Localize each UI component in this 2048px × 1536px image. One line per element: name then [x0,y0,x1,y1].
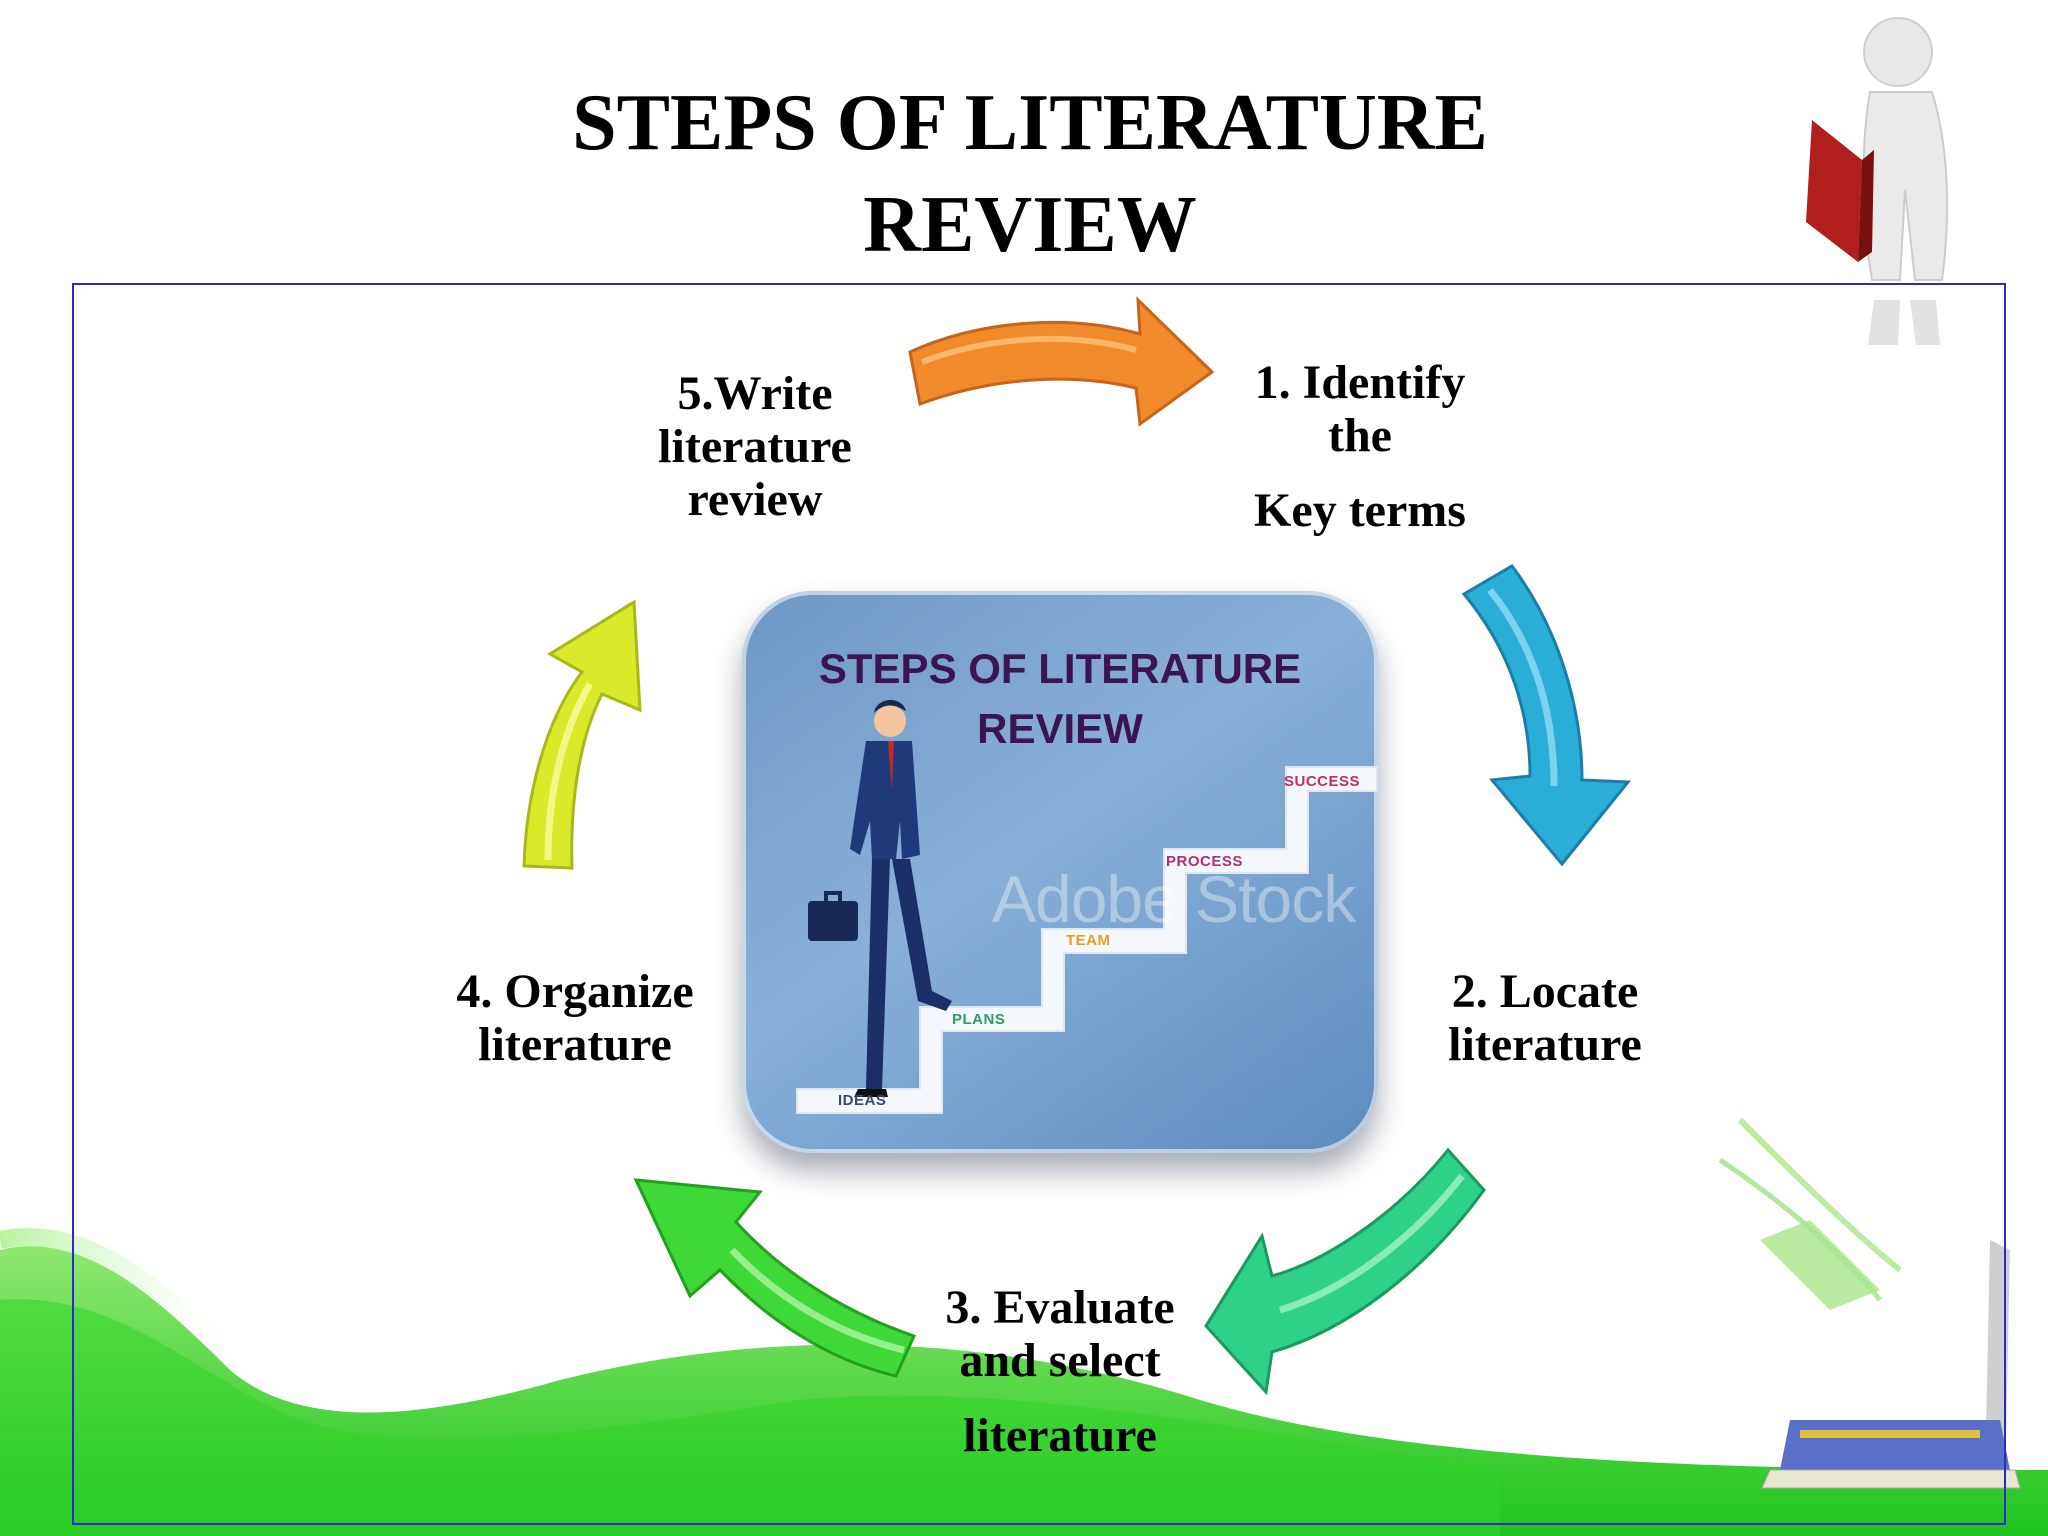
step-2-line1: 2. Locate [1451,965,1639,1018]
step-1-label: 1. Identify the Key terms [1190,356,1530,537]
businessman-figure [808,699,952,1097]
step-2-label: 2. Locate literature [1400,965,1690,1071]
arrow-4-to-5 [522,599,642,870]
step-1-line2: the [1328,409,1392,462]
step-5-line2: literature [658,420,852,473]
step-4-line2: literature [478,1018,672,1071]
step-3-label: 3. Evaluate and select literature [900,1281,1220,1462]
step-1-line3: Key terms [1254,484,1466,537]
center-title: STEPS OF LITERATURE REVIEW [782,639,1338,759]
center-title-line2: REVIEW [977,705,1143,752]
arrow-1-to-2 [1461,564,1632,867]
step-4-label: 4. Organize literature [420,965,730,1071]
slide-title-line1: STEPS OF LITERATURE [572,79,1488,167]
center-illustration: STEPS OF LITERATURE REVIEW Adobe Stock I… [742,591,1378,1153]
stair-label-process: PROCESS [1166,853,1243,870]
step-5-label: 5.Write literature review [610,367,900,526]
step-4-line1: 4. Organize [456,965,694,1018]
center-title-line1: STEPS OF LITERATURE [818,645,1302,692]
staircase [796,766,1378,1114]
step-3-line2: and select [959,1334,1161,1387]
slide-title: STEPS OF LITERATURE REVIEW [520,72,1540,276]
stair-label-success: SUCCESS [1284,773,1361,790]
watermark-text: Adobe Stock [992,862,1356,936]
step-1-line1: 1. Identify [1254,356,1466,409]
stair-label-team: TEAM [1066,932,1111,949]
arrow-3-to-4 [633,1178,917,1378]
step-5-line3: review [687,473,823,526]
step-5-line1: 5.Write [677,367,833,420]
step-3-line1: 3. Evaluate [945,1281,1175,1334]
reading-figure-decoration [1806,17,1949,345]
diagram-frame [72,283,2006,1525]
step-2-line2: literature [1448,1018,1642,1071]
green-wave-decoration [0,1228,2048,1536]
arrow-5-to-1 [908,296,1215,427]
arrow-2-to-3 [1204,1147,1486,1396]
laptop-decoration [1718,1117,2021,1489]
slide-title-line2: REVIEW [863,181,1197,269]
staircase-illustration [796,699,1378,1114]
stair-label-ideas: IDEAS [838,1092,887,1109]
stair-label-plans: PLANS [952,1011,1006,1028]
step-3-line3: literature [963,1409,1157,1462]
